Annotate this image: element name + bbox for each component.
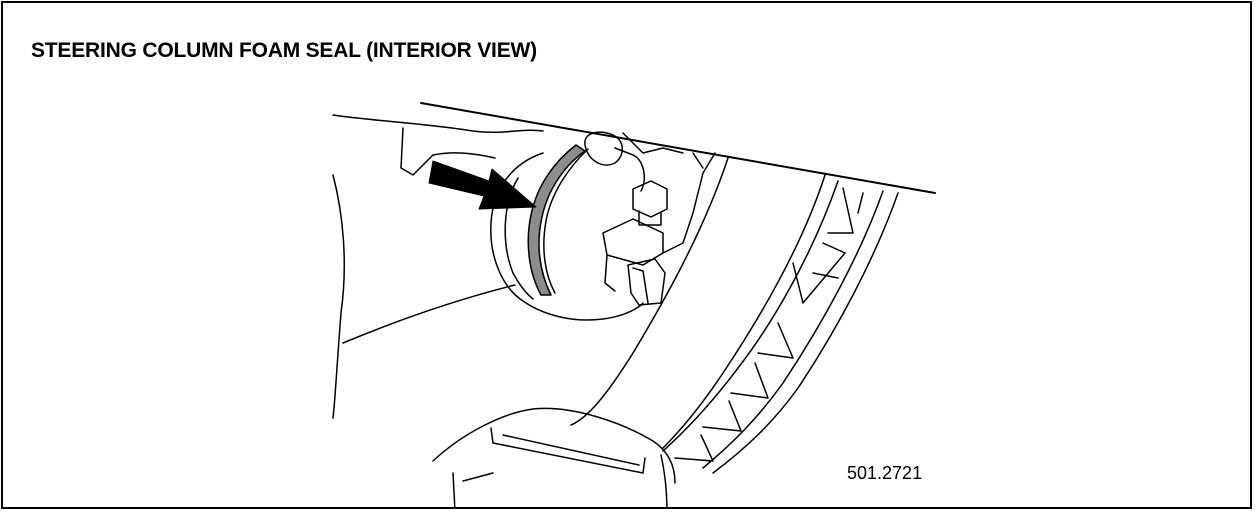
- mounting-plate: [622, 132, 704, 169]
- lower-trim-piece: [432, 407, 676, 507]
- figure-number: 501.2721: [847, 463, 923, 483]
- dash-panel-edge: [420, 102, 936, 194]
- hex-bolt: [632, 180, 668, 226]
- foam-seal-outline: [543, 148, 589, 294]
- lattice-bracing: [674, 187, 864, 462]
- figure-title: STEERING COLUMN FOAM SEAL (INTERIOR VIEW…: [31, 39, 537, 62]
- lattice-frame: [662, 174, 899, 474]
- fastener-cap-stem: [614, 147, 645, 192]
- bracket-block: [627, 258, 666, 306]
- steering-column-shaft: [570, 157, 839, 452]
- steering-column-illustration: [332, 102, 936, 507]
- fastener-cap: [584, 131, 623, 166]
- column-housing: [490, 152, 644, 321]
- left-trim-panel: [332, 114, 544, 419]
- arrow-callout-icon: [428, 160, 537, 210]
- trim-bracket: [400, 127, 496, 176]
- lower-trim-detail: [462, 454, 668, 507]
- foam-seal: [527, 144, 586, 296]
- column-bracket: [602, 152, 716, 304]
